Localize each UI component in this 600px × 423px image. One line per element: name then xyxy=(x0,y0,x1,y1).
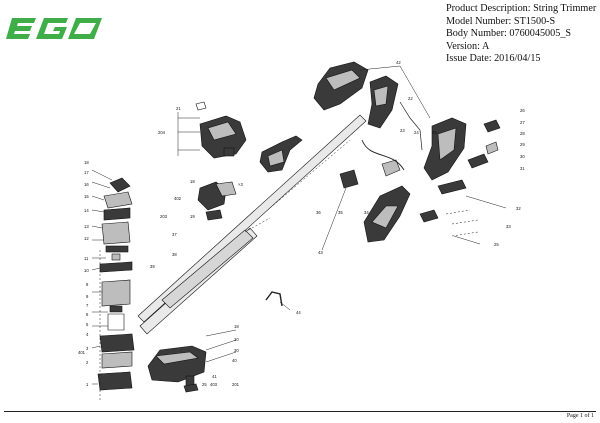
ego-logo xyxy=(6,18,102,39)
upper-shaft xyxy=(137,114,367,323)
battery-cover xyxy=(313,61,369,111)
callout-labels: 1 2 3 4 5 6 7 8 9 10 11 12 13 14 15 16 1… xyxy=(78,60,525,387)
page-indicator: Page 1 of 1 xyxy=(566,413,594,419)
callout-label: 18 xyxy=(234,324,239,329)
callout-label: 8 xyxy=(86,282,89,287)
callout-label: 204 xyxy=(158,130,166,135)
callout-label: 12 xyxy=(84,236,89,241)
trimmer-head-stack xyxy=(97,177,135,400)
callout-label: 3 xyxy=(86,346,89,351)
version: Version: A xyxy=(446,40,490,52)
callout-label: 25 xyxy=(432,130,437,135)
product-description: Product Description: String Trimmer xyxy=(446,3,597,14)
callout-label: 28 xyxy=(520,131,525,136)
callout-label: 1 xyxy=(86,382,89,387)
callout-label: 27 xyxy=(520,120,525,125)
callout-label: 15 xyxy=(84,194,89,199)
callout-label: 30 xyxy=(234,348,239,353)
callout-label: 16 xyxy=(84,182,89,187)
callout-label: 41 xyxy=(212,374,217,379)
callout-label: 401 xyxy=(78,350,86,355)
callout-label: 19 xyxy=(190,214,195,219)
callout-label: 26 xyxy=(520,108,525,113)
callout-label: 23 xyxy=(400,128,405,133)
callout-label: 10 xyxy=(84,268,89,273)
callout-label: 35 xyxy=(338,210,343,215)
callout-label: 5 xyxy=(86,322,89,327)
callout-label: 17 xyxy=(84,170,89,175)
callout-label: 25 xyxy=(494,242,499,247)
callout-label: 40 xyxy=(232,358,237,363)
callout-label: 42 xyxy=(396,60,401,65)
callout-label: 44 xyxy=(296,310,301,315)
callout-label: 7 xyxy=(86,303,89,308)
callout-label: 13 xyxy=(84,224,89,229)
callout-label: 21 xyxy=(176,106,181,111)
callout-label: 18 xyxy=(190,179,195,184)
hook-part xyxy=(265,291,283,307)
callout-label: 37 xyxy=(172,232,177,237)
callout-label: 402 xyxy=(174,196,182,201)
footer-rule xyxy=(4,411,596,412)
callout-label: 29 xyxy=(520,142,525,147)
callout-label: 38 xyxy=(172,252,177,257)
rear-motor-housing xyxy=(339,159,411,243)
issue-date: Issue Date: 2016/04/15 xyxy=(446,53,541,65)
callout-label: 24 xyxy=(414,130,419,135)
callout-label: 34 xyxy=(364,210,369,215)
callout-label: 203 xyxy=(160,214,168,219)
callout-label: 403 xyxy=(210,382,218,387)
callout-label: 39 xyxy=(150,264,155,269)
callout-label: 18 xyxy=(84,160,89,165)
callout-label: 2 xyxy=(86,360,89,365)
shaft-tube xyxy=(161,229,254,309)
callout-label: 9 xyxy=(86,294,89,299)
callout-label: 201 xyxy=(232,382,240,387)
model-number: Model Number: ST1500-S xyxy=(446,15,556,27)
callout-label: 20 xyxy=(234,337,239,342)
debris-guard xyxy=(147,345,207,387)
callout-label: 22 xyxy=(408,96,413,101)
main-handle xyxy=(367,75,399,129)
assist-handle xyxy=(259,135,303,173)
callout-label: 36 xyxy=(316,210,321,215)
callout-label: 33 xyxy=(506,224,511,229)
callout-label: 11 xyxy=(84,256,89,261)
small-hardware xyxy=(419,209,479,237)
callout-label: 43 xyxy=(318,250,323,255)
callout-label: 14 xyxy=(84,208,89,213)
callout-label: 30 xyxy=(520,154,525,159)
product-info-block: Product Description: String Trimmer Mode… xyxy=(446,3,596,66)
trigger-housing xyxy=(423,117,501,195)
callout-label: 4 xyxy=(86,332,89,337)
motor-housing xyxy=(195,101,247,159)
callout-label: 6 xyxy=(86,312,89,317)
callout-label: ×3 xyxy=(238,182,243,187)
callout-label: 25 xyxy=(202,382,207,387)
callout-label: 31 xyxy=(520,166,525,171)
shaft-coupler xyxy=(197,181,237,221)
callout-label: 32 xyxy=(516,206,521,211)
body-number: Body Number: 0760045005_S xyxy=(446,28,572,40)
